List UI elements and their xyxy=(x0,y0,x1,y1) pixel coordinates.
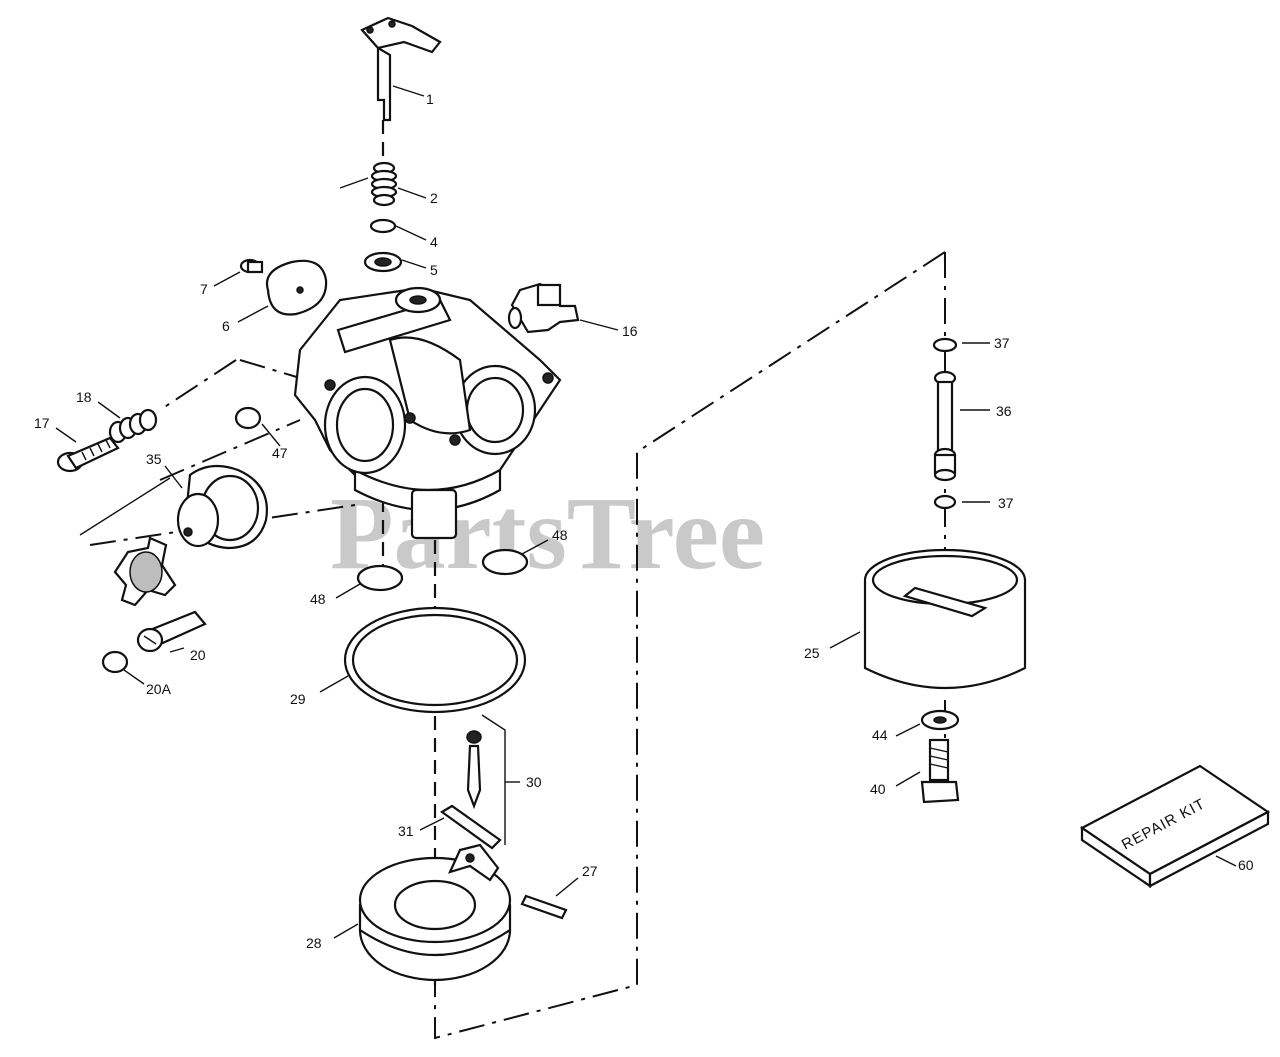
callout-47: 47 xyxy=(272,445,288,461)
callout-44: 44 xyxy=(872,727,888,743)
part-29-bowl-gasket xyxy=(343,606,527,714)
callout-1: 1 xyxy=(426,91,434,107)
callout-48-right: 48 xyxy=(552,527,568,543)
part-17-idle-screw xyxy=(56,436,120,473)
part-5-seal xyxy=(363,251,403,273)
part-60-repair-kit: REPAIR KIT xyxy=(1079,764,1271,889)
callout-labels: 1 2 4 5 7 6 16 17 18 47 35 20 20A 29 48 … xyxy=(34,91,1254,951)
part-2-spring xyxy=(339,161,398,207)
callout-28: 28 xyxy=(306,935,322,951)
callout-30: 30 xyxy=(526,774,542,790)
callout-27: 27 xyxy=(582,863,598,879)
carburetor-body xyxy=(293,286,562,540)
callout-17: 17 xyxy=(34,415,50,431)
callout-31: 31 xyxy=(398,823,414,839)
callout-16: 16 xyxy=(622,323,638,339)
part-16-fuel-fitting xyxy=(507,282,580,334)
part-6-throttle-plate xyxy=(265,259,328,316)
callout-37-bottom: 37 xyxy=(998,495,1014,511)
part-40-bowl-nut xyxy=(920,738,960,804)
part-4-washer xyxy=(369,218,397,234)
callout-25: 25 xyxy=(804,645,820,661)
part-47-plug xyxy=(234,406,262,430)
part-27-hinge-pin xyxy=(520,894,568,920)
part-36-main-jet xyxy=(933,370,957,482)
callout-48-left: 48 xyxy=(310,591,326,607)
leader-lines xyxy=(55,85,1237,939)
part-20A-cap xyxy=(101,650,129,674)
part-35-primer-bulb xyxy=(79,464,268,607)
part-44-washer xyxy=(920,709,960,731)
part-28-float xyxy=(358,843,512,982)
callout-29: 29 xyxy=(290,691,306,707)
part-48-welch-plug-right xyxy=(481,548,529,576)
part-31-clip xyxy=(440,804,502,850)
part-37-o-ring-bottom xyxy=(933,494,957,510)
part-1-throttle-shaft xyxy=(360,16,442,168)
part-25-float-bowl xyxy=(863,548,1027,690)
callout-4: 4 xyxy=(430,234,438,250)
part-30-inlet-needle xyxy=(466,714,506,845)
callout-6: 6 xyxy=(222,318,230,334)
callout-20A: 20A xyxy=(146,681,172,697)
callout-7: 7 xyxy=(200,281,208,297)
callout-37-top: 37 xyxy=(994,335,1010,351)
callout-20: 20 xyxy=(190,647,206,663)
callout-60: 60 xyxy=(1238,857,1254,873)
callout-40: 40 xyxy=(870,781,886,797)
callout-36: 36 xyxy=(996,403,1012,419)
part-7-screw xyxy=(239,258,264,274)
callout-18: 18 xyxy=(76,389,92,405)
callout-2: 2 xyxy=(430,190,438,206)
callout-35: 35 xyxy=(146,451,162,467)
part-37-o-ring-top xyxy=(932,337,958,353)
part-48-welch-plug-left xyxy=(356,564,404,592)
part-20-choke-shaft xyxy=(136,610,207,653)
part-18-spring xyxy=(108,408,158,444)
callout-5: 5 xyxy=(430,262,438,278)
